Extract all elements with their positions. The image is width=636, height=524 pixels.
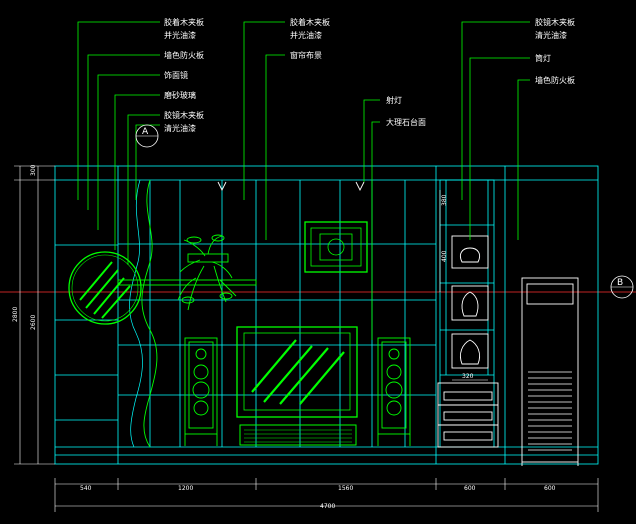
vases (451, 235, 489, 369)
callout-right-1: 胶镜木夹板 (535, 17, 575, 27)
curved-panel-inner (129, 179, 143, 448)
dim-left-3: 2600 (30, 315, 37, 330)
dimension-labels-bottom: 540 1200 1560 600 600 4700 (80, 485, 556, 510)
callout-mid-5: 大理石台面 (386, 117, 426, 127)
round-mirror (68, 251, 142, 325)
callout-left-7: 清光油漆 (164, 123, 196, 133)
audio-rack (437, 382, 499, 448)
dim-bottom-4: 600 (464, 485, 476, 492)
callout-left-1: 胶着木夹板 (164, 17, 204, 27)
speaker-left (184, 337, 218, 446)
dim-cabinet-1: 380 (441, 194, 448, 206)
callout-left-2: 并光油漆 (164, 30, 196, 40)
dim-cabinet-2: 400 (441, 250, 448, 262)
section-markers: A B (135, 124, 634, 299)
callouts-right: 胶镜木夹板 清光油漆 筒灯 墙色防火板 (535, 17, 575, 85)
callout-mid-1: 胶着木夹板 (290, 17, 330, 27)
dim-total: 4700 (320, 503, 335, 510)
callout-mid-4: 射灯 (386, 95, 402, 105)
dim-bottom-2: 1200 (178, 485, 193, 492)
dim-cabinet-3: 320 (462, 373, 474, 380)
callout-right-2: 清光油漆 (535, 30, 567, 40)
callout-right-4: 墙色防火板 (535, 75, 575, 85)
section-marker-b: B (617, 278, 623, 288)
callout-left-6: 胶镜木夹板 (164, 110, 204, 120)
callouts-left: 胶着木夹板 并光油漆 墙色防火板 饰面镜 磨砂玻璃 胶镜木夹板 清光油漆 (164, 17, 204, 133)
dim-bottom-3: 1560 (338, 485, 353, 492)
callout-left-3: 墙色防火板 (164, 50, 204, 60)
callout-mid-2: 并光油漆 (290, 30, 322, 40)
dimension-lines-cabinet (439, 190, 488, 381)
dim-bottom-5: 600 (544, 485, 556, 492)
speaker-right (377, 337, 411, 446)
curved-panel (141, 179, 158, 448)
air-conditioner (521, 277, 579, 466)
dim-left-1: 300 (30, 164, 37, 176)
picture-frame (304, 221, 368, 273)
potted-plant (177, 234, 237, 311)
leader-lines (77, 21, 530, 340)
dim-left-2: 2800 (12, 307, 19, 322)
callout-left-4: 饰面镜 (164, 70, 188, 80)
callout-mid-3: 窗帘布景 (290, 50, 322, 60)
wall-shelf (117, 279, 257, 286)
dimension-lines-bottom (54, 478, 599, 512)
television (236, 326, 358, 418)
callout-right-3: 筒灯 (535, 53, 551, 63)
callout-left-5: 磨砂玻璃 (164, 90, 196, 100)
spotlights (217, 181, 365, 192)
callouts-mid: 胶着木夹板 并光油漆 窗帘布景 射灯 大理石台面 (290, 17, 426, 127)
tv-console (239, 424, 357, 446)
dim-bottom-1: 540 (80, 485, 92, 492)
dimension-lines-left (14, 165, 55, 465)
section-marker-a: A (142, 127, 149, 137)
